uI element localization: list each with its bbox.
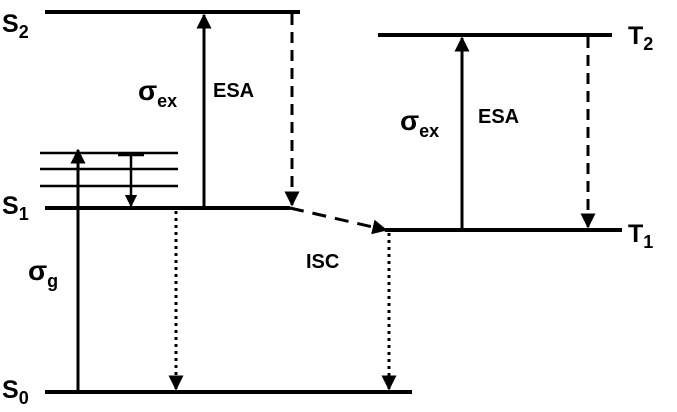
label-sigma-g: σg (28, 255, 58, 291)
label-sigma-ex-triplet: σex (400, 105, 439, 141)
label-t1: T1 (628, 220, 653, 252)
label-t2: T2 (628, 22, 653, 54)
label-esa-triplet: ESA (478, 106, 519, 128)
label-isc: ISC (306, 251, 339, 273)
arrow-isc (289, 206, 388, 235)
label-s2: S2 (2, 10, 29, 42)
label-sigma-ex-singlet: σex (138, 75, 177, 111)
label-s0: S0 (2, 376, 29, 408)
label-s1: S1 (2, 192, 29, 224)
label-esa-singlet: ESA (213, 80, 254, 102)
